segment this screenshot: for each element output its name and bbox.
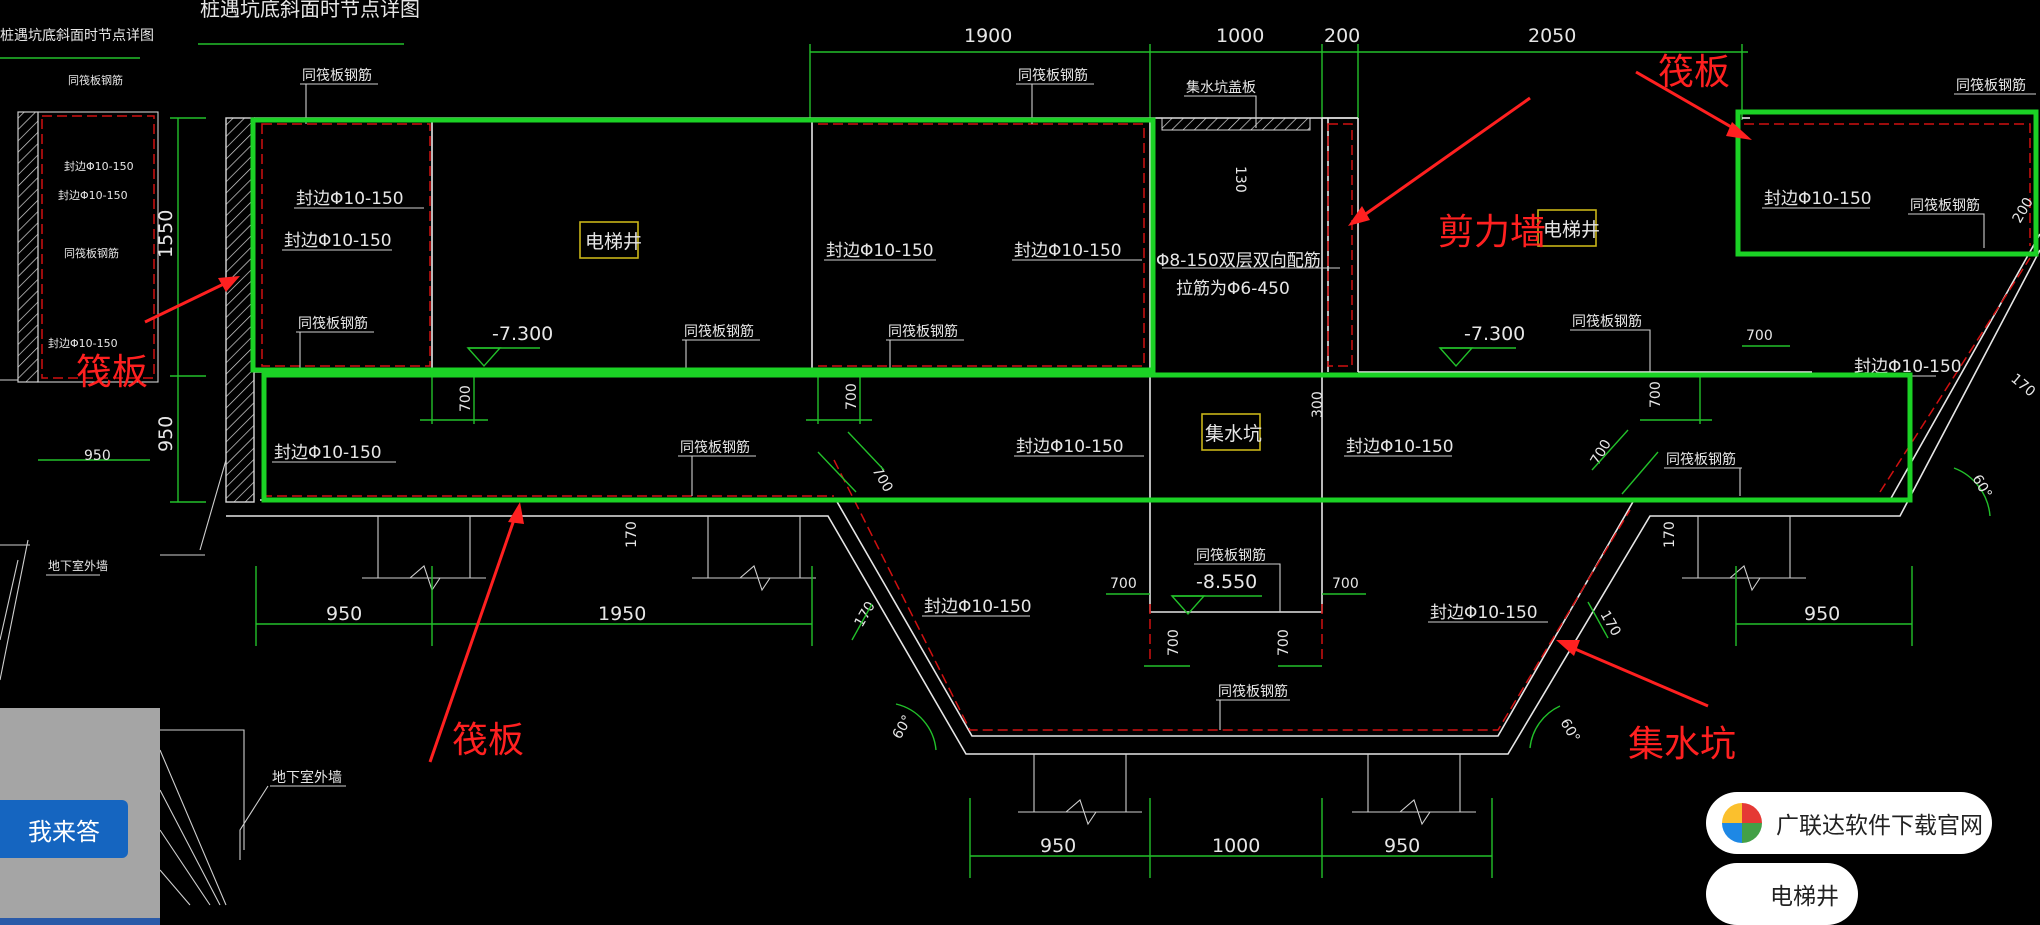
label-same-raft-10: 同筏板钢筋 bbox=[1956, 77, 2026, 94]
side-dim-950: 950 bbox=[84, 448, 111, 464]
annotation-arrows bbox=[144, 70, 1752, 763]
dim-700-1: 700 bbox=[458, 385, 474, 412]
highlight-boxes bbox=[250, 109, 2039, 503]
brand-pill-label: 广联达软件下载官网 bbox=[1776, 813, 1983, 839]
side-label-6: 地下室外墙 bbox=[48, 558, 108, 573]
label-same-raft-12: 同筏板钢筋 bbox=[1218, 683, 1288, 700]
dim-300: 300 bbox=[1310, 391, 1326, 418]
annotation-sump-pit: 集水坑 bbox=[1628, 724, 1736, 765]
rebar-lines bbox=[261, 123, 2031, 731]
dim-170-1: 170 bbox=[624, 521, 640, 548]
label-tie-bar: 拉筋为Φ6-450 bbox=[1176, 279, 1290, 299]
left-vertical-dimensions: 1550 950 bbox=[155, 117, 206, 503]
bottom-dimensions: 950 1950 950 950 1000 950 bbox=[255, 566, 1913, 878]
label-same-raft-1: 同筏板钢筋 bbox=[302, 67, 372, 84]
label-same-raft-2: 同筏板钢筋 bbox=[298, 315, 368, 332]
angle-2: 60° bbox=[1557, 716, 1583, 746]
elevation-sump: -8.550 bbox=[1196, 571, 1257, 593]
side-label-2: 封边Φ10-150 bbox=[64, 159, 134, 173]
annotation-raft-bottom: 筏板 bbox=[452, 720, 524, 761]
label-same-raft-7: 同筏板钢筋 bbox=[1666, 451, 1736, 468]
box-elevator-left: 电梯井 bbox=[585, 231, 642, 253]
dim-950-c: 950 bbox=[1040, 835, 1076, 857]
dim-2050: 2050 bbox=[1528, 25, 1576, 47]
label-same-raft-11: 同筏板钢筋 bbox=[1196, 547, 1266, 564]
dim-950-d: 950 bbox=[1384, 835, 1420, 857]
drawing-title: 桩遇坑底斜面时节点详图 bbox=[200, 0, 420, 21]
side-label-5: 封边Φ10-150 bbox=[48, 336, 118, 350]
dim-1550: 1550 bbox=[155, 210, 177, 258]
label-seal-2: 封边Φ10-150 bbox=[284, 231, 392, 251]
label-sump-cover: 集水坑盖板 bbox=[1186, 79, 1256, 96]
dim-700-10: 700 bbox=[1276, 629, 1292, 656]
dim-130: 130 bbox=[1232, 166, 1248, 193]
dim-700-4: 700 bbox=[1746, 328, 1773, 344]
dim-700-2: 700 bbox=[844, 383, 860, 410]
label-seal-6: 封边Φ10-150 bbox=[1016, 437, 1124, 457]
side-detail: 桩遇坑底斜面时节点详图 同筏板钢筋 封边Φ10-150 封边Φ10-150 同筏… bbox=[0, 27, 159, 681]
dim-170-2: 170 bbox=[1662, 521, 1678, 548]
dim-700-6: 700 bbox=[1588, 437, 1615, 468]
annotation-raft-top-right: 筏板 bbox=[1658, 52, 1730, 93]
dim-700-3: 700 bbox=[1648, 381, 1664, 408]
annotation-shear-wall: 剪力墙 bbox=[1438, 212, 1546, 253]
label-seal-1: 封边Φ10-150 bbox=[296, 189, 404, 209]
angle-1: 60° bbox=[890, 712, 916, 742]
box-sump: 集水坑 bbox=[1205, 423, 1262, 445]
dim-1000: 1000 bbox=[1216, 25, 1264, 47]
label-basement-wall: 地下室外墙 bbox=[272, 769, 342, 786]
piles bbox=[362, 516, 1806, 826]
answer-button[interactable]: 我来答 bbox=[0, 800, 128, 858]
label-seal-4: 封边Φ10-150 bbox=[826, 241, 934, 261]
label-seal-11: 封边Φ10-150 bbox=[1430, 603, 1538, 623]
dim-700-7: 700 bbox=[1110, 576, 1137, 592]
label-same-raft-4: 同筏板钢筋 bbox=[888, 323, 958, 340]
label-seal-3: 封边Φ10-150 bbox=[274, 443, 382, 463]
label-seal-8: 封边Φ10-150 bbox=[1764, 189, 1872, 209]
label-same-raft-5: 同筏板钢筋 bbox=[1018, 67, 1088, 84]
elevation-left: -7.300 bbox=[492, 323, 553, 345]
dim-200-v: 200 bbox=[2010, 195, 2037, 226]
label-same-raft-3: 同筏板钢筋 bbox=[684, 323, 754, 340]
elevation-markers: -7.300 -7.300 -8.550 bbox=[466, 323, 1525, 616]
brand-pill[interactable]: 广联达软件下载官网 bbox=[1706, 792, 1992, 854]
dim-700-9: 700 bbox=[1166, 629, 1182, 656]
dim-1000-b: 1000 bbox=[1212, 835, 1260, 857]
tag-pill-label: 电梯井 bbox=[1770, 884, 1839, 910]
dim-1950: 1950 bbox=[598, 603, 646, 625]
dim-170-5: 170 bbox=[2007, 371, 2038, 400]
side-label-1: 同筏板钢筋 bbox=[68, 73, 123, 87]
elevation-right: -7.300 bbox=[1464, 323, 1525, 345]
side-title: 桩遇坑底斜面时节点详图 bbox=[0, 27, 154, 44]
dim-200: 200 bbox=[1324, 25, 1360, 47]
tag-pill[interactable]: 电梯井 bbox=[1706, 863, 1858, 925]
dim-700-8: 700 bbox=[1332, 576, 1359, 592]
dim-170-3: 170 bbox=[852, 599, 879, 630]
angle-3: 60° bbox=[1969, 472, 1995, 502]
label-same-raft-8: 同筏板钢筋 bbox=[1572, 313, 1642, 330]
boxed-labels: 电梯井 电梯井 集水坑 bbox=[579, 209, 1600, 451]
label-double-layer: Φ8-150双层双向配筋 bbox=[1156, 251, 1321, 271]
label-seal-5: 封边Φ10-150 bbox=[1014, 241, 1122, 261]
label-same-raft-9: 同筏板钢筋 bbox=[1910, 197, 1980, 214]
label-seal-10: 封边Φ10-150 bbox=[924, 597, 1032, 617]
annotation-raft-left: 筏板 bbox=[76, 352, 148, 393]
box-elevator-right: 电梯井 bbox=[1543, 219, 1600, 241]
bottom-strip bbox=[0, 918, 160, 925]
side-label-3: 封边Φ10-150 bbox=[58, 188, 128, 202]
label-same-raft-6: 同筏板钢筋 bbox=[680, 439, 750, 456]
basement-wall-hatch bbox=[225, 117, 255, 503]
top-dimensions: 1900 1000 200 2050 bbox=[809, 25, 1748, 120]
dim-950-a: 950 bbox=[326, 603, 362, 625]
dim-950-b: 950 bbox=[1804, 603, 1840, 625]
dim-950-v: 950 bbox=[155, 416, 177, 452]
side-label-4: 同筏板钢筋 bbox=[64, 246, 119, 260]
label-seal-9: 封边Φ10-150 bbox=[1854, 357, 1962, 377]
structure-outline bbox=[226, 117, 2040, 755]
dim-1900: 1900 bbox=[964, 25, 1012, 47]
label-seal-7: 封边Φ10-150 bbox=[1346, 437, 1454, 457]
brand-logo-icon bbox=[1722, 803, 1762, 843]
rebar-labels: 同筏板钢筋 封边Φ10-150 封边Φ10-150 同筏板钢筋 封边Φ10-15… bbox=[159, 67, 2036, 906]
